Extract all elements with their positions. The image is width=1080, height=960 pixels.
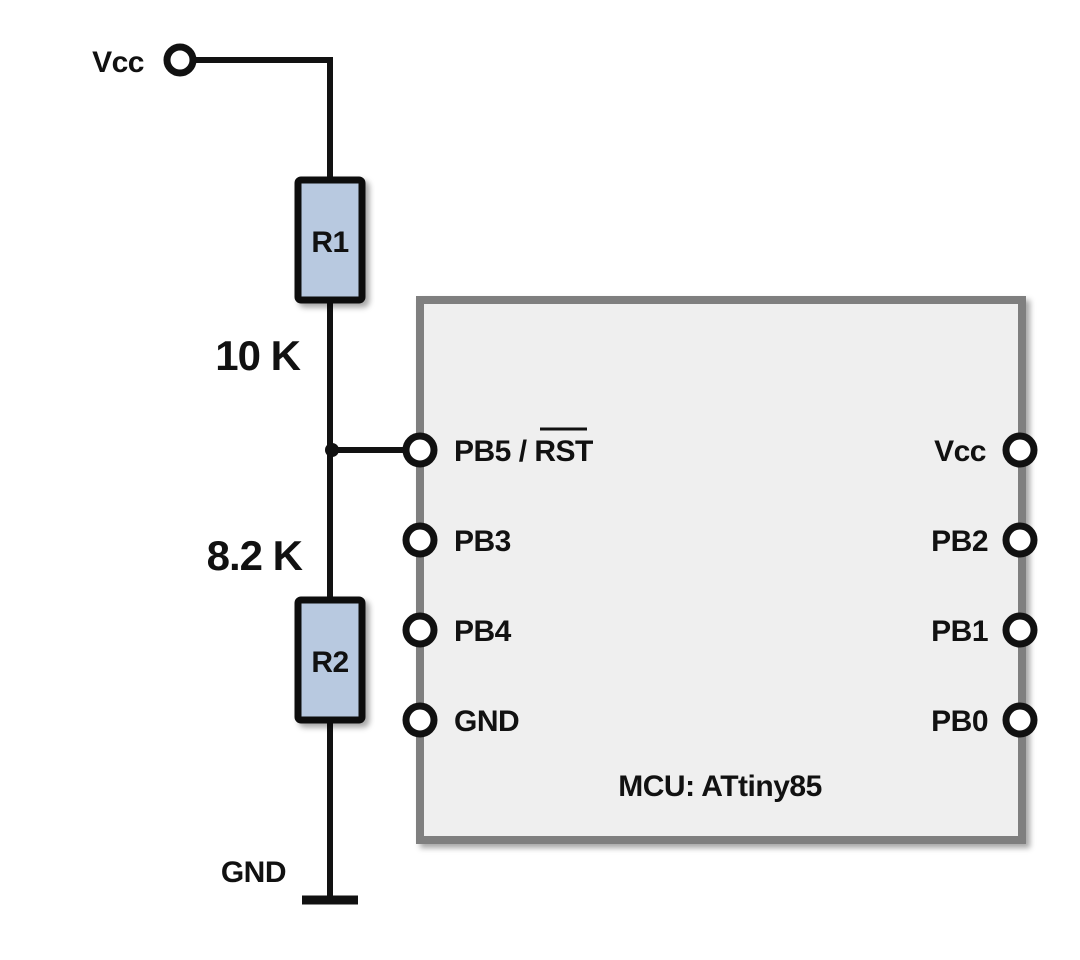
resistor-r2-value: 8.2 K xyxy=(207,532,303,579)
pin-pb1-label: PB1 xyxy=(931,615,988,648)
pin-pb4-label: PB4 xyxy=(454,615,512,648)
pin-pb2 xyxy=(1002,522,1038,558)
resistor-r2 xyxy=(294,596,366,724)
resistor-r1 xyxy=(294,176,366,304)
mcu-title: MCU: ATtiny85 xyxy=(618,770,822,803)
pin-vcc xyxy=(1002,432,1038,468)
pin-rst-label: RST xyxy=(534,435,593,468)
junction-dot xyxy=(325,443,339,457)
pin-pb5-prefix: PB5 / xyxy=(454,435,534,468)
mcu-body xyxy=(416,296,1026,844)
vcc-supply-label: Vcc xyxy=(92,46,144,79)
pin-pb4 xyxy=(402,612,438,648)
pin-pb5-label: PB5 / RST xyxy=(454,435,593,468)
resistor-r1-name: R1 xyxy=(311,226,348,259)
pin-pb0-label: PB0 xyxy=(931,705,988,738)
pin-pb1 xyxy=(1002,612,1038,648)
pin-pb3 xyxy=(402,522,438,558)
pin-vcc-label: Vcc xyxy=(934,435,986,468)
gnd-supply-label: GND xyxy=(221,856,286,889)
resistor-r1-value: 10 K xyxy=(215,332,300,379)
resistor-r2-name: R2 xyxy=(311,646,348,679)
vcc-terminal xyxy=(163,43,197,77)
vcc-wire xyxy=(177,57,333,183)
pin-gnd-label: GND xyxy=(454,705,519,738)
pin-gnd xyxy=(402,702,438,738)
pin-pb0 xyxy=(1002,702,1038,738)
pin-pb2-label: PB2 xyxy=(931,525,988,558)
pin-pb3-label: PB3 xyxy=(454,525,511,558)
pin-pb5 xyxy=(402,432,438,468)
